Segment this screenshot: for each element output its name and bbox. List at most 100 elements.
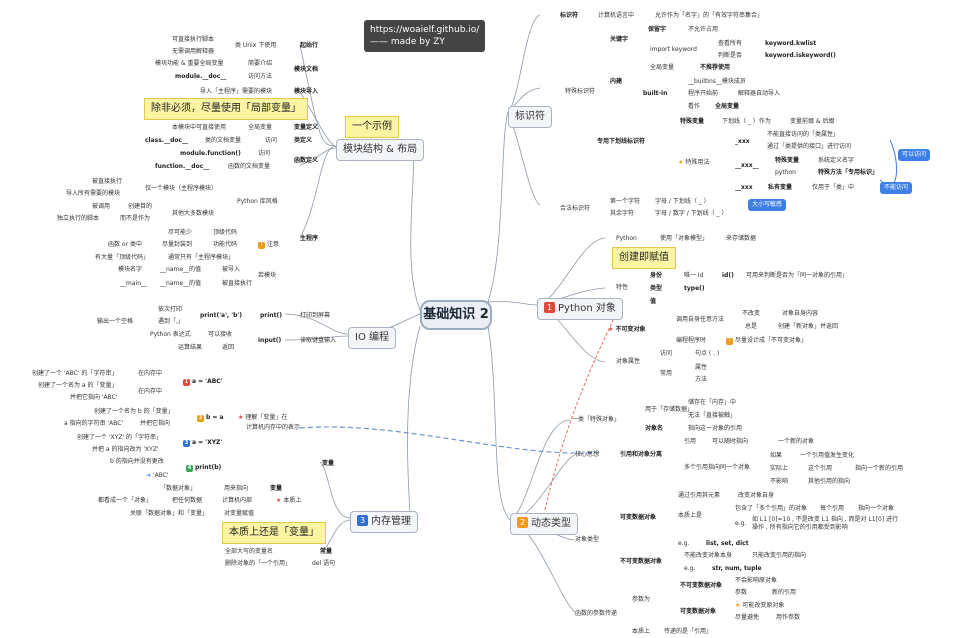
dyn-mutable: 可变数据对象	[620, 514, 657, 521]
mod-note: !注意	[258, 241, 279, 249]
po-immutable: ★ 不可变对象	[608, 326, 646, 334]
dyn-mut6: 指向一个对象	[858, 505, 895, 512]
star-icon: ★	[678, 159, 684, 166]
dyn-mut3: 本质上是	[678, 512, 703, 519]
ident-only-in: 仅用于「类」中	[812, 184, 855, 191]
dyn-mut4: 包含了「多个引用」的对象	[735, 505, 808, 512]
ident-rest-desc: 字母 / 数字 / 下划线（ _ ）	[655, 210, 728, 217]
mod-func-code: 功能代码	[213, 241, 238, 248]
dyn-param6: 可变数据对象	[680, 608, 717, 615]
mem1b: 创建了一个名为 a 的「变量」	[38, 382, 118, 389]
dyn-param8: 尽量避免	[735, 614, 760, 621]
mod-main: 主程序	[300, 235, 319, 242]
priority-number-icon: 2	[517, 517, 528, 528]
io-input-desc: 读取键盘输入	[300, 337, 337, 344]
mod-gvar1: 本模块中可直接使用	[172, 124, 227, 131]
po-imm3: 对象自身内容	[782, 310, 819, 317]
mod-only-one: 仅一个模块（主程序模块）	[145, 185, 218, 192]
dyn-tclass5: 指向这一对象的引用	[688, 425, 743, 432]
dyn-param1: 参数为	[632, 596, 651, 603]
io-print-arg1: 依次打印	[158, 306, 183, 313]
mod-top-only: 有大量「顶级代码」	[95, 254, 150, 261]
branch-pyobj-label: Python 对象	[558, 303, 616, 314]
po-imm5: 创建「新对象」并返回	[778, 323, 839, 330]
mem-ess1: 「数据对象」	[160, 485, 197, 492]
mod-imp: 模块导入	[294, 88, 319, 95]
mem1c: 并把它指向 'ABC'	[70, 394, 118, 401]
dyn-param5: 新的引用	[772, 589, 797, 596]
io-input3: 运算结果	[178, 344, 203, 351]
ident-import-kw: import keyword	[650, 46, 697, 53]
mem-essence-label: 本质上	[283, 497, 302, 504]
ident-under: 下划线（ _ ）作为	[722, 118, 771, 125]
dyn-mut10: list, set, dict	[706, 540, 749, 547]
ident-first-desc: 字母 / 下划线（ _ ）	[655, 198, 710, 205]
io-print-arg2: 遇到「,」	[158, 318, 184, 325]
ident-rest-char: 其余字符	[610, 210, 635, 217]
dyn-core: 核心思想	[575, 451, 600, 458]
mem-ess2c: 计算机内部	[222, 497, 253, 504]
branch-io-label: IO 编程	[355, 332, 389, 343]
ident-via: 通过「类提供的接口」进行访问	[767, 143, 852, 150]
dyn-core2: 引用	[684, 438, 697, 445]
dyn-core4: 一个新的对象	[778, 438, 815, 445]
ident-reserved: 保留字	[648, 26, 667, 33]
ident-legal: 合法标识符	[560, 205, 591, 212]
site-url[interactable]: https://woaielf.github.io/	[370, 25, 480, 35]
ident-kwlist: keyword.kwlist	[765, 40, 817, 47]
mod-start2: 无需调用解释器	[172, 48, 215, 55]
ident-special2: 特殊变量	[775, 157, 800, 164]
po-type: 类型	[650, 285, 663, 292]
io-input1: 可以接收	[208, 331, 233, 338]
ident-kw-desc: 计算机语言中	[598, 12, 635, 19]
mem2a: 创建了一个名为 b 的「变量」	[94, 408, 174, 415]
branch-identifier[interactable]: 标识符	[508, 106, 552, 128]
dyn-tclass: 一类「特殊对象」	[572, 416, 621, 423]
po-type1: type()	[684, 285, 705, 292]
mod-doc-desc: 简要介绍	[248, 60, 273, 67]
mod-cls: 类定义	[294, 137, 313, 144]
dyn-mut9: e.g.	[678, 540, 690, 547]
module-callout: 一个示例	[345, 116, 399, 138]
mem-ess4: 关联「数据对象」和「变量」	[130, 510, 209, 517]
dyn-param11: 传递的是「引用」	[664, 628, 713, 635]
po-imm6: 编程程序时	[676, 337, 707, 344]
po-intro3: 来存储数据	[726, 235, 757, 242]
ident-builtin-name: built-in	[643, 90, 668, 97]
mem-const: 常量	[320, 548, 333, 555]
ident-not-used: 不推荐使用	[700, 64, 731, 71]
branch-module[interactable]: 模块结构 & 布局	[336, 139, 425, 161]
mod-start: 起始行	[300, 42, 319, 49]
mem-del1: 删除对象的「一个引用」	[225, 560, 292, 567]
arrow-right-icon: ➜	[146, 472, 152, 479]
dyn-core7: 一个引用值发生变化	[800, 452, 855, 459]
root-topic[interactable]: 基础知识 2	[420, 300, 492, 330]
po-identity: 身份	[650, 272, 663, 279]
header-banner: https://woaielf.github.io/ —— made by ZY	[364, 20, 486, 52]
dyn-imm3: e.g.	[684, 565, 696, 572]
branch-io[interactable]: IO 编程	[348, 327, 396, 349]
priority-number-icon: 3	[357, 515, 368, 526]
dyn-param9: 用作参数	[776, 614, 801, 621]
mem-understand-label: 理解「变量」在	[245, 414, 288, 421]
mem-a-abc-label: a = 'ABC'	[192, 378, 223, 385]
po-imm7: !尽量设计成「不可变对象」	[726, 337, 807, 345]
po-attr: 对象属性	[616, 358, 641, 365]
mod-fn-cls: 函数 or 类中	[108, 241, 142, 248]
mem-a-xyz-label: a = 'XYZ'	[192, 439, 223, 446]
priority-number-icon: 1	[183, 379, 190, 386]
dyn-core10: 指向一个新的引用	[855, 465, 904, 472]
ident-global-var: 全局变量	[650, 64, 675, 71]
ident-xxx1: _xxx	[735, 138, 750, 145]
po-imm1: 调用自身任意方法	[676, 316, 725, 323]
memory-callout: 本质上还是「变量」	[222, 522, 326, 544]
priority-number-icon: 2	[197, 415, 204, 422]
po-id3: 可用来判断是否为「同一对象的引用」	[746, 272, 849, 279]
mod-start-desc: 类 Unix 下使用	[235, 42, 277, 49]
